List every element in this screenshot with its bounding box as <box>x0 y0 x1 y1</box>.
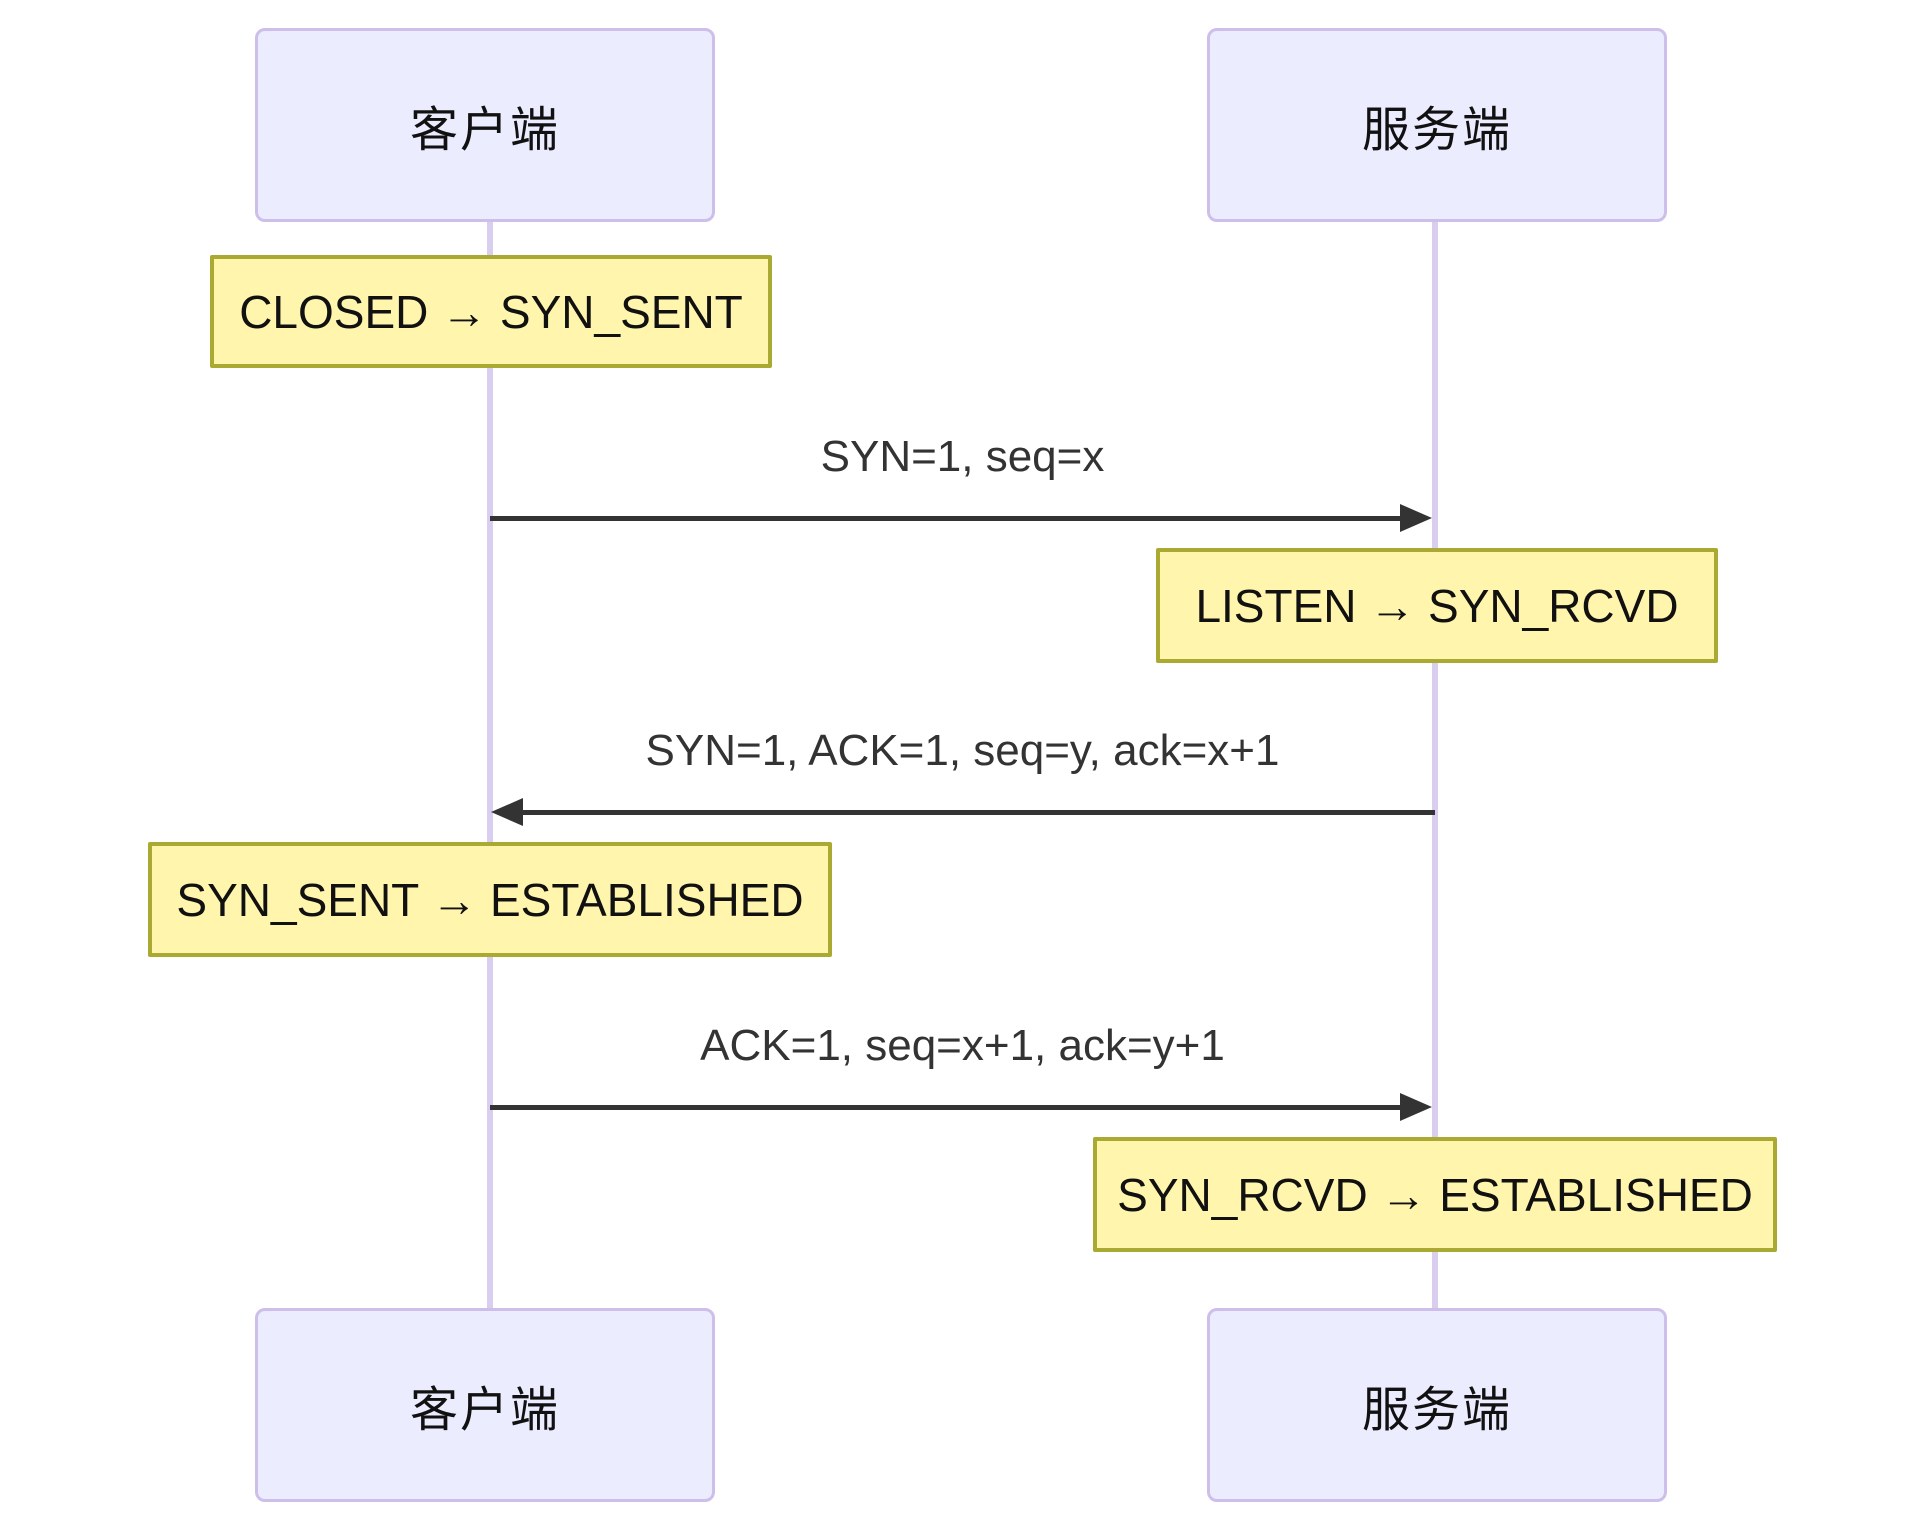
note-syn-sent-to-established: SYN_SENT → ESTABLISHED <box>148 842 832 957</box>
lifeline-client <box>487 222 493 1308</box>
message-line-ack <box>490 1105 1404 1110</box>
message-line-syn <box>490 516 1404 521</box>
actor-label-server: 服务端 <box>1361 104 1512 157</box>
arrowhead-right-icon <box>1400 1093 1432 1121</box>
actor-box-client-top: 客户端 <box>255 28 715 222</box>
actor-label-server: 服务端 <box>1361 1384 1512 1437</box>
actor-label-client: 客户端 <box>409 104 560 157</box>
note-label: SYN_SENT → ESTABLISHED <box>176 873 804 926</box>
message-label-syn: SYN=1, seq=x <box>820 432 1105 481</box>
message-line-syn-ack <box>521 810 1435 815</box>
note-listen-to-syn-rcvd: LISTEN → SYN_RCVD <box>1156 548 1718 663</box>
actor-box-server-bottom: 服务端 <box>1207 1308 1667 1502</box>
actor-label-client: 客户端 <box>409 1384 560 1437</box>
lifeline-server <box>1432 222 1438 1308</box>
message-label-syn-ack: SYN=1, ACK=1, seq=y, ack=x+1 <box>645 726 1280 775</box>
note-label: CLOSED → SYN_SENT <box>239 285 743 338</box>
actor-box-server-top: 服务端 <box>1207 28 1667 222</box>
arrowhead-left-icon <box>491 798 523 826</box>
message-label-ack: ACK=1, seq=x+1, ack=y+1 <box>700 1021 1225 1070</box>
arrowhead-right-icon <box>1400 504 1432 532</box>
actor-box-client-bottom: 客户端 <box>255 1308 715 1502</box>
note-label: SYN_RCVD → ESTABLISHED <box>1117 1168 1753 1221</box>
note-syn-rcvd-to-established: SYN_RCVD → ESTABLISHED <box>1093 1137 1777 1252</box>
note-label: LISTEN → SYN_RCVD <box>1195 579 1679 632</box>
note-closed-to-syn-sent: CLOSED → SYN_SENT <box>210 255 772 368</box>
